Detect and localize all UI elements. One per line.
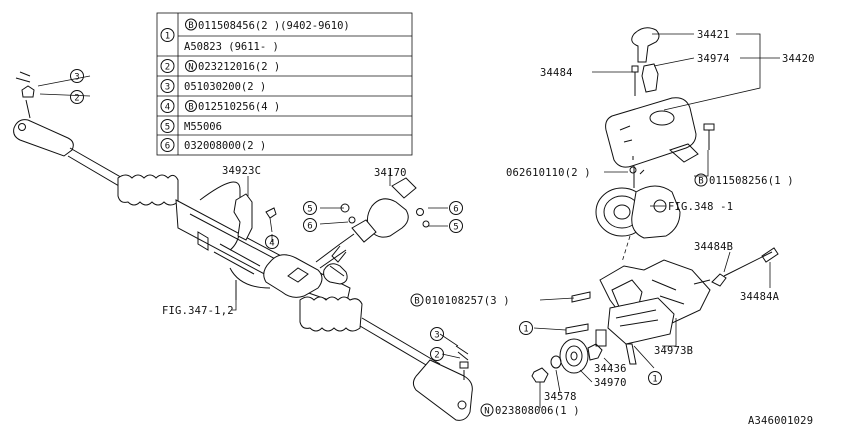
callout-2-bottom: 2	[430, 347, 444, 361]
badge-b-icon: B	[188, 21, 193, 31]
svg-text:011508256(1 ): 011508256(1 )	[709, 175, 794, 187]
svg-text:023808006(1 ): 023808006(1 )	[495, 405, 580, 417]
svg-text:6: 6	[307, 222, 312, 232]
label-023808006: N 023808006(1 )	[480, 403, 580, 417]
label-011508256: B 011508256(1 )	[694, 173, 794, 187]
badge-n-icon: N	[188, 63, 193, 73]
svg-text:6: 6	[453, 205, 458, 215]
bracket-34973b-drawing	[565, 247, 779, 365]
svg-text:1: 1	[523, 325, 528, 335]
svg-text:4: 4	[269, 239, 274, 249]
bracket-34923c-drawing	[233, 193, 277, 241]
label-34484: 34484	[540, 67, 573, 79]
badge-b-icon: B	[188, 103, 193, 113]
label-34421: 34421	[697, 29, 730, 41]
label-34974: 34974	[697, 53, 730, 65]
callout-3-top: 3	[70, 69, 84, 83]
svg-text:5: 5	[307, 205, 312, 215]
parts-table: 1 B 011508456(2 )(9402-9610) A50823 (961…	[156, 12, 413, 156]
table-row-2: 2 N 023212016(2 )	[160, 59, 280, 73]
universal-joint-34170-drawing	[329, 177, 430, 277]
part-cell: 023212016(2 )	[198, 61, 280, 73]
row-number: 3	[165, 83, 170, 93]
row-number: 2	[165, 63, 170, 73]
label-34484b: 34484B	[694, 241, 733, 253]
leader-lines	[37, 33, 780, 408]
part-cell: 011508456(2 )(9402-9610)	[198, 20, 350, 32]
part-cell: A50823 (9611- )	[184, 41, 279, 53]
pulley-drawing	[531, 338, 603, 383]
badge-n-icon: N	[484, 407, 489, 417]
part-cell: 012510256(4 )	[198, 101, 280, 113]
callout-3-bottom: 3	[430, 327, 444, 341]
callouts: 3 2 4 5 6 6 5 3	[70, 69, 662, 385]
callout-1-mid: 1	[519, 321, 533, 335]
label-34923c: 34923C	[222, 165, 261, 177]
row-number: 6	[165, 142, 170, 152]
label-34170: 34170	[374, 167, 407, 179]
badge-b-icon: B	[414, 297, 419, 307]
row-number: 4	[165, 103, 170, 113]
label-34970: 34970	[594, 377, 627, 389]
label-010108257: B 010108257(3 )	[410, 293, 510, 307]
table-row-4: 4 B 012510256(4 )	[160, 99, 280, 113]
callout-5-right: 5	[449, 219, 463, 233]
label-34420: 34420	[782, 53, 815, 65]
part-cell: 032008000(2 )	[184, 140, 266, 152]
label-34973b: 34973B	[654, 345, 693, 357]
part-cell: 051030200(2 )	[184, 81, 266, 93]
label-34436: 34436	[594, 363, 627, 375]
diagram-id: A346001029	[748, 415, 813, 425]
part-cell: M55006	[184, 121, 222, 133]
row-number: 1	[165, 32, 170, 42]
row-number: 5	[165, 123, 170, 133]
callout-6-right: 6	[449, 201, 463, 215]
label-062610110: 062610110(2 )	[506, 167, 591, 179]
callout-4: 4	[265, 235, 279, 249]
svg-text:2: 2	[434, 351, 439, 361]
pump-drawing	[595, 166, 681, 263]
table-row-1: 1 B 011508456(2 )(9402-9610) A50823 (961…	[160, 18, 350, 53]
svg-text:3: 3	[434, 331, 439, 341]
label-fig-347: FIG.347-1,2	[162, 305, 234, 317]
svg-text:1: 1	[652, 375, 657, 385]
table-row-5: 5 M55006	[160, 119, 222, 133]
label-fig-348: FIG.348 -1	[668, 201, 733, 213]
callout-1-bottom: 1	[648, 371, 662, 385]
callout-5-left: 5	[303, 201, 317, 215]
badge-b-icon: B	[698, 177, 703, 187]
callout-6-left: 6	[303, 218, 317, 232]
table-row-6: 6 032008000(2 )	[160, 138, 266, 152]
svg-text:2: 2	[74, 94, 79, 104]
table-row-3: 3 051030200(2 )	[160, 79, 266, 93]
part-labels: 34421 34974 34420 34484 062610110(2 ) B …	[162, 29, 815, 425]
reservoir-drawing	[605, 27, 715, 174]
svg-text:010108257(3 ): 010108257(3 )	[425, 295, 510, 307]
svg-text:5: 5	[453, 223, 458, 233]
callout-2-top: 2	[70, 90, 84, 104]
label-34484a: 34484A	[740, 291, 780, 303]
label-34578: 34578	[544, 391, 577, 403]
steering-rack-drawing	[13, 71, 473, 421]
svg-text:3: 3	[74, 73, 79, 83]
